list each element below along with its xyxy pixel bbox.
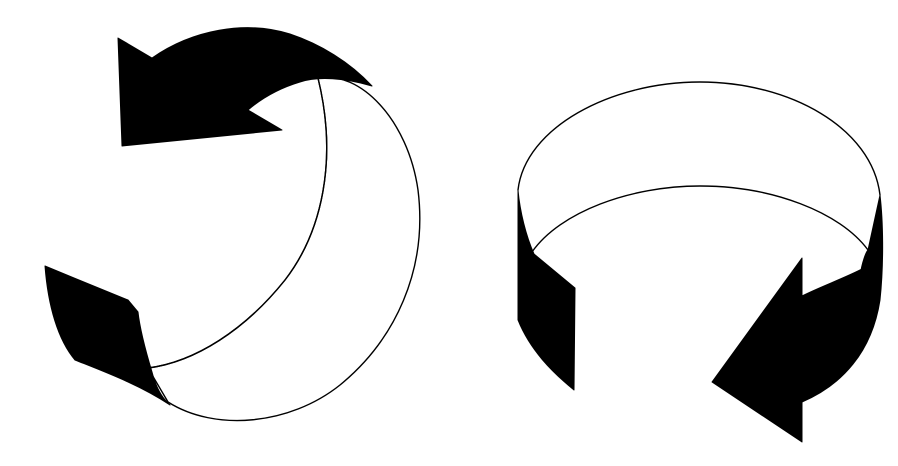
right-arrow-head — [712, 258, 864, 442]
rotate-counterclockwise-ribbon-arrow-icon — [45, 28, 420, 421]
rotate-clockwise-ribbon-arrow-icon — [518, 82, 883, 442]
right-ribbon-band-outer-edge — [518, 82, 880, 195]
right-ribbon-band-inner-edge — [532, 186, 868, 252]
left-ribbon-tail — [45, 266, 170, 405]
